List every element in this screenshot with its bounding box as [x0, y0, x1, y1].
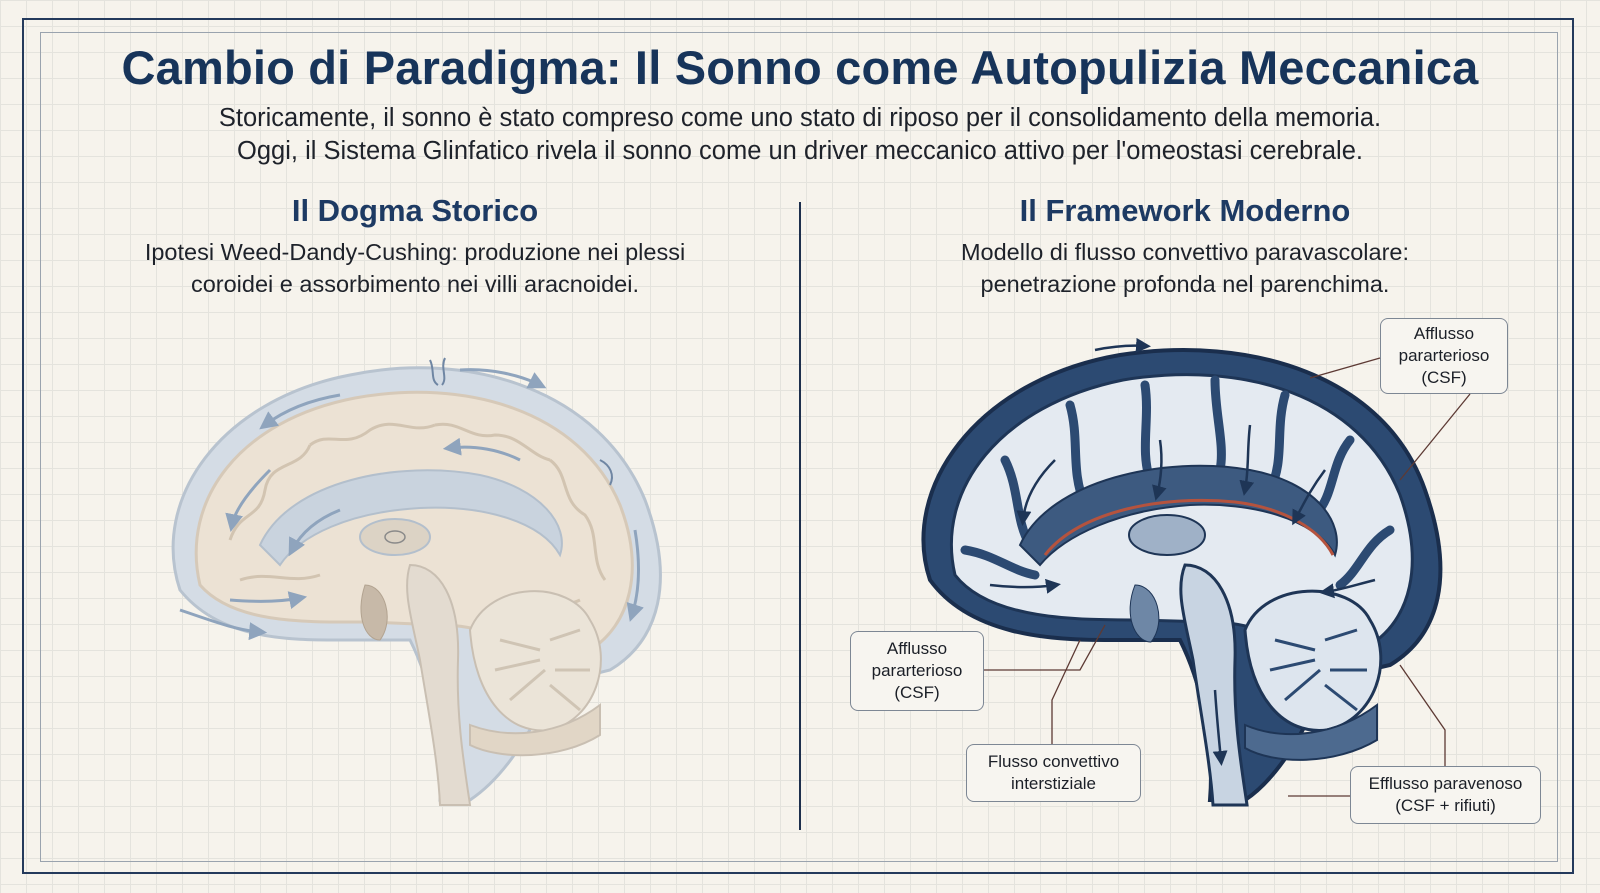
callout-text: Afflusso [886, 639, 948, 658]
callout-text: (CSF + rifiuti) [1395, 796, 1496, 815]
left-desc-line-1: Ipotesi Weed-Dandy-Cushing: produzione n… [144, 239, 686, 265]
callout-text: pararterioso [871, 661, 963, 680]
callout-paraarterial-influx-top: Afflusso pararterioso (CSF) [1380, 318, 1508, 394]
right-heading: Il Framework Moderno [1019, 193, 1351, 228]
historical-brain-illustration [171, 357, 662, 806]
callout-paravenous-efflux: Efflusso paravenoso (CSF + rifiuti) [1350, 766, 1541, 824]
leader-line [1399, 393, 1471, 481]
inner-frame [40, 32, 1558, 862]
column-divider [799, 202, 801, 830]
leader-line [1399, 664, 1446, 766]
left-description: Ipotesi Weed-Dandy-Cushing: produzione n… [80, 236, 750, 300]
pituitary-region [360, 584, 388, 641]
thalamus-center [384, 530, 406, 544]
leader-line [1309, 357, 1381, 379]
corpus-callosum [258, 469, 563, 567]
right-description: Modello di flusso convettivo paravascola… [860, 236, 1510, 300]
callout-text: pararterioso [1398, 346, 1490, 365]
arachnoid-villi [429, 357, 613, 486]
corpus-callosum [1018, 464, 1338, 567]
callout-text: (CSF) [1421, 368, 1467, 387]
pituitary-region [1129, 584, 1160, 643]
left-desc-line-2: coroidei e assorbimento nei villi aracno… [190, 271, 640, 297]
csf-flow-arrows [179, 368, 644, 641]
subtitle-line-2: Oggi, il Sistema Glinfatico rivela il so… [237, 137, 1363, 165]
subtitle: Storicamente, il sonno è stato compreso … [0, 102, 1600, 168]
callout-text: interstiziale [1010, 774, 1097, 793]
callout-text: Afflusso [1413, 324, 1475, 343]
left-heading: Il Dogma Storico [291, 193, 539, 228]
thalamus [359, 518, 431, 556]
right-desc-line-1: Modello di flusso convettivo paravascola… [960, 239, 1410, 265]
callout-interstitial-flow: Flusso convettivo interstiziale [966, 744, 1141, 802]
brainstem [406, 563, 472, 806]
page-title: Cambio di Paradigma: Il Sonno come Autop… [121, 41, 1479, 94]
thalamus [1128, 514, 1206, 556]
glymphatic-brain-illustration [921, 337, 1443, 807]
outer-frame [22, 18, 1574, 874]
brainstem [1179, 563, 1249, 807]
artery-line [1043, 498, 1335, 556]
callout-text: Efflusso paravenoso [1368, 774, 1523, 793]
convective-flow-arrows [989, 337, 1376, 766]
callout-paraarterial-influx-left: Afflusso pararterioso (CSF) [850, 631, 984, 711]
cerebellum [468, 590, 602, 757]
callout-text: Flusso convettivo [987, 752, 1120, 771]
leader-line [1051, 639, 1081, 744]
subtitle-line-1: Storicamente, il sonno è stato compreso … [218, 104, 1382, 132]
leader-line [984, 624, 1106, 671]
cerebellum [1243, 589, 1383, 761]
right-desc-line-2: penetrazione profonda nel parenchima. [980, 271, 1390, 297]
callout-text: (CSF) [894, 683, 940, 702]
